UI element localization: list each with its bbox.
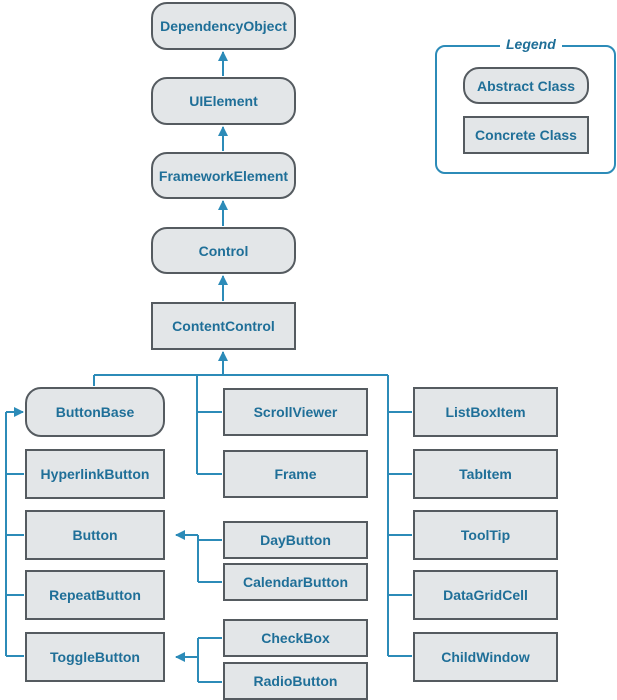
- legend-abstract-class: Abstract Class: [463, 67, 589, 104]
- class-box-datagridcell: DataGridCell: [413, 570, 558, 620]
- class-box-listboxitem: ListBoxItem: [413, 387, 558, 437]
- legend-panel: [435, 45, 616, 174]
- class-box-control: Control: [151, 227, 296, 274]
- class-box-contentcontrol: ContentControl: [151, 302, 296, 350]
- legend-concrete-class: Concrete Class: [463, 116, 589, 154]
- class-box-togglebutton: ToggleButton: [25, 632, 165, 682]
- class-box-calendarbutton: CalendarButton: [223, 563, 368, 601]
- class-box-radiobutton: RadioButton: [223, 662, 368, 700]
- class-box-tooltip: ToolTip: [413, 510, 558, 560]
- class-box-dependencyobject: DependencyObject: [151, 2, 296, 50]
- class-box-buttonbase: ButtonBase: [25, 387, 165, 437]
- class-box-frame: Frame: [223, 450, 368, 498]
- class-box-repeatbutton: RepeatButton: [25, 570, 165, 620]
- class-box-frameworkelement: FrameworkElement: [151, 152, 296, 199]
- legend-title: Legend: [500, 36, 562, 52]
- class-box-uielement: UIElement: [151, 77, 296, 125]
- class-box-scrollviewer: ScrollViewer: [223, 388, 368, 436]
- class-box-button: Button: [25, 510, 165, 560]
- class-box-hyperlinkbutton: HyperlinkButton: [25, 449, 165, 499]
- class-box-childwindow: ChildWindow: [413, 632, 558, 682]
- class-box-daybutton: DayButton: [223, 521, 368, 559]
- class-box-tabitem: TabItem: [413, 449, 558, 499]
- class-box-checkbox: CheckBox: [223, 619, 368, 657]
